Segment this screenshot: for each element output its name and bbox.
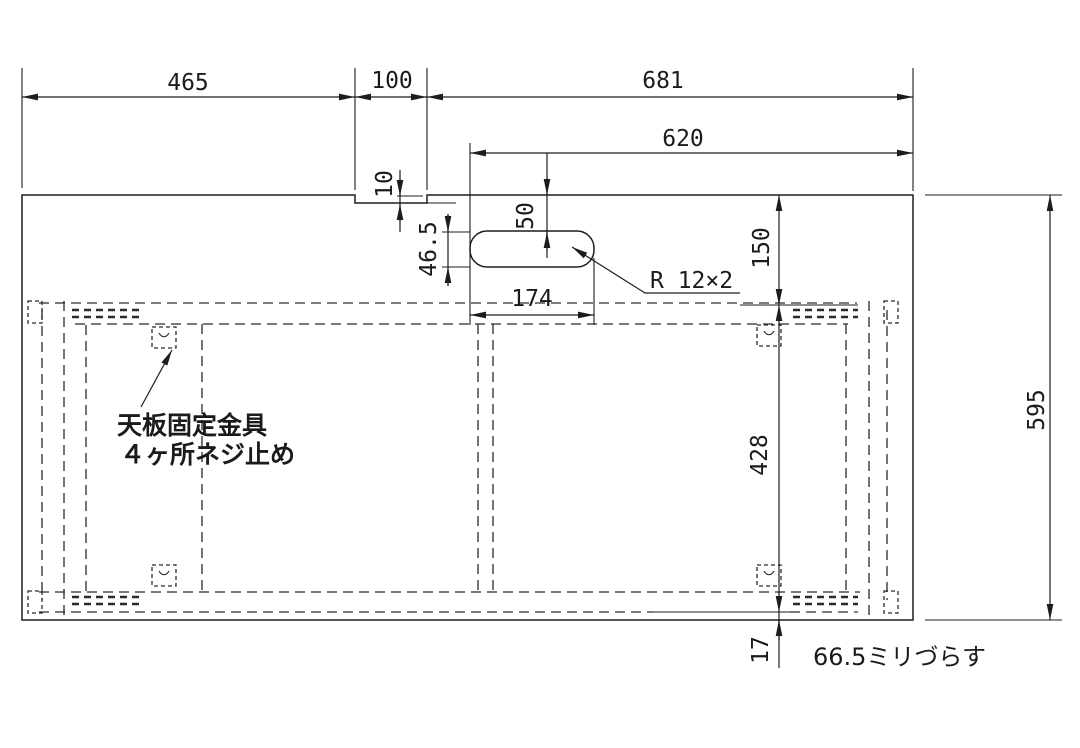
bracket-note-line1: 天板固定金具 <box>117 411 267 440</box>
leg-end-caps <box>27 300 899 614</box>
dim-50: 50 <box>513 202 539 230</box>
hidden-frame-legs <box>41 301 888 616</box>
radius-note: R 12×2 <box>650 268 733 294</box>
hidden-frame-rails <box>39 302 860 613</box>
tabletop-outline <box>21 194 914 621</box>
radius-leader <box>571 246 740 294</box>
bracket-clip-marks <box>158 330 775 576</box>
dim-46-5: 46.5 <box>416 221 442 276</box>
extension-lines <box>21 68 1062 621</box>
dim-595: 595 <box>1024 389 1050 431</box>
shift-note: 66.5ミリづらす <box>813 643 986 671</box>
dim-17: 17 <box>748 636 774 664</box>
dim-100: 100 <box>371 68 413 94</box>
bracket-bottom-left <box>151 564 177 587</box>
dim-10: 10 <box>372 170 398 198</box>
dim-174: 174 <box>511 286 553 312</box>
dim-620: 620 <box>662 126 704 152</box>
dim-465: 465 <box>167 70 209 96</box>
bracket-leader <box>140 349 173 408</box>
bracket-note-line2: ４ヶ所ネジ止め <box>120 440 295 469</box>
bracket-bottom-right <box>756 564 782 587</box>
bracket-top-right <box>756 324 782 347</box>
dim-681: 681 <box>642 68 684 94</box>
dim-428: 428 <box>747 434 773 476</box>
fixing-brackets <box>151 324 782 587</box>
bracket-top-left <box>151 326 177 349</box>
dim-150: 150 <box>749 227 775 269</box>
